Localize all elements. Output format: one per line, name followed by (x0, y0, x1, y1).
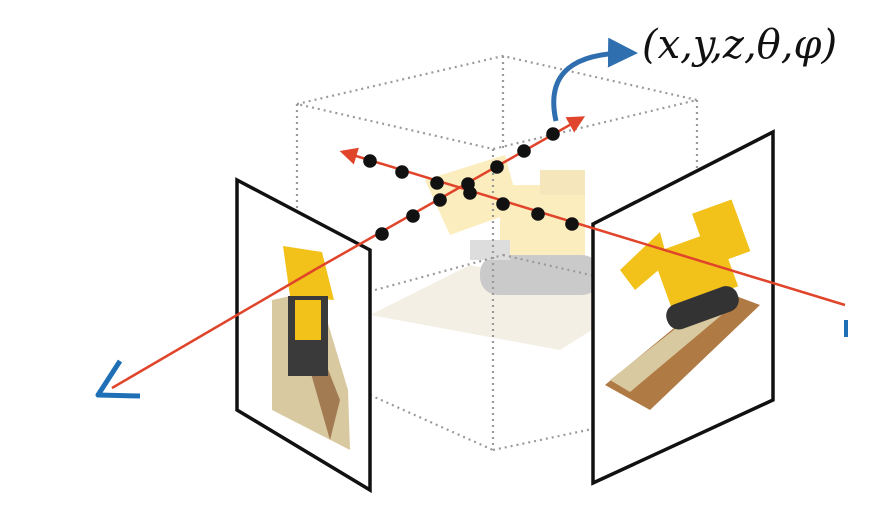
sample-point (546, 127, 560, 141)
sample-point (395, 165, 409, 179)
camera-icon (95, 359, 141, 399)
left-image-frame (235, 177, 372, 494)
left-camera-ray-extension (315, 116, 586, 271)
sample-point (375, 227, 389, 241)
curved-arrow (551, 37, 638, 122)
sample-point (433, 193, 447, 207)
sample-point (517, 144, 531, 158)
sample-point (490, 160, 504, 174)
sample-point (463, 186, 477, 200)
sample-point (565, 217, 579, 231)
left-camera-ray (111, 267, 317, 390)
right-bulldozer-image (605, 199, 760, 410)
coordinate-label: (x,y,z,θ,φ) (642, 22, 838, 68)
right-camera-ray (339, 147, 846, 307)
sample-points (363, 127, 579, 241)
sample-point (363, 154, 377, 168)
sample-point (406, 209, 420, 223)
left-bulldozer-image (272, 246, 350, 450)
sample-point (531, 207, 545, 221)
sample-point (496, 197, 510, 211)
rays (111, 116, 846, 390)
right-image-frame (591, 129, 775, 486)
sample-point (430, 176, 444, 190)
